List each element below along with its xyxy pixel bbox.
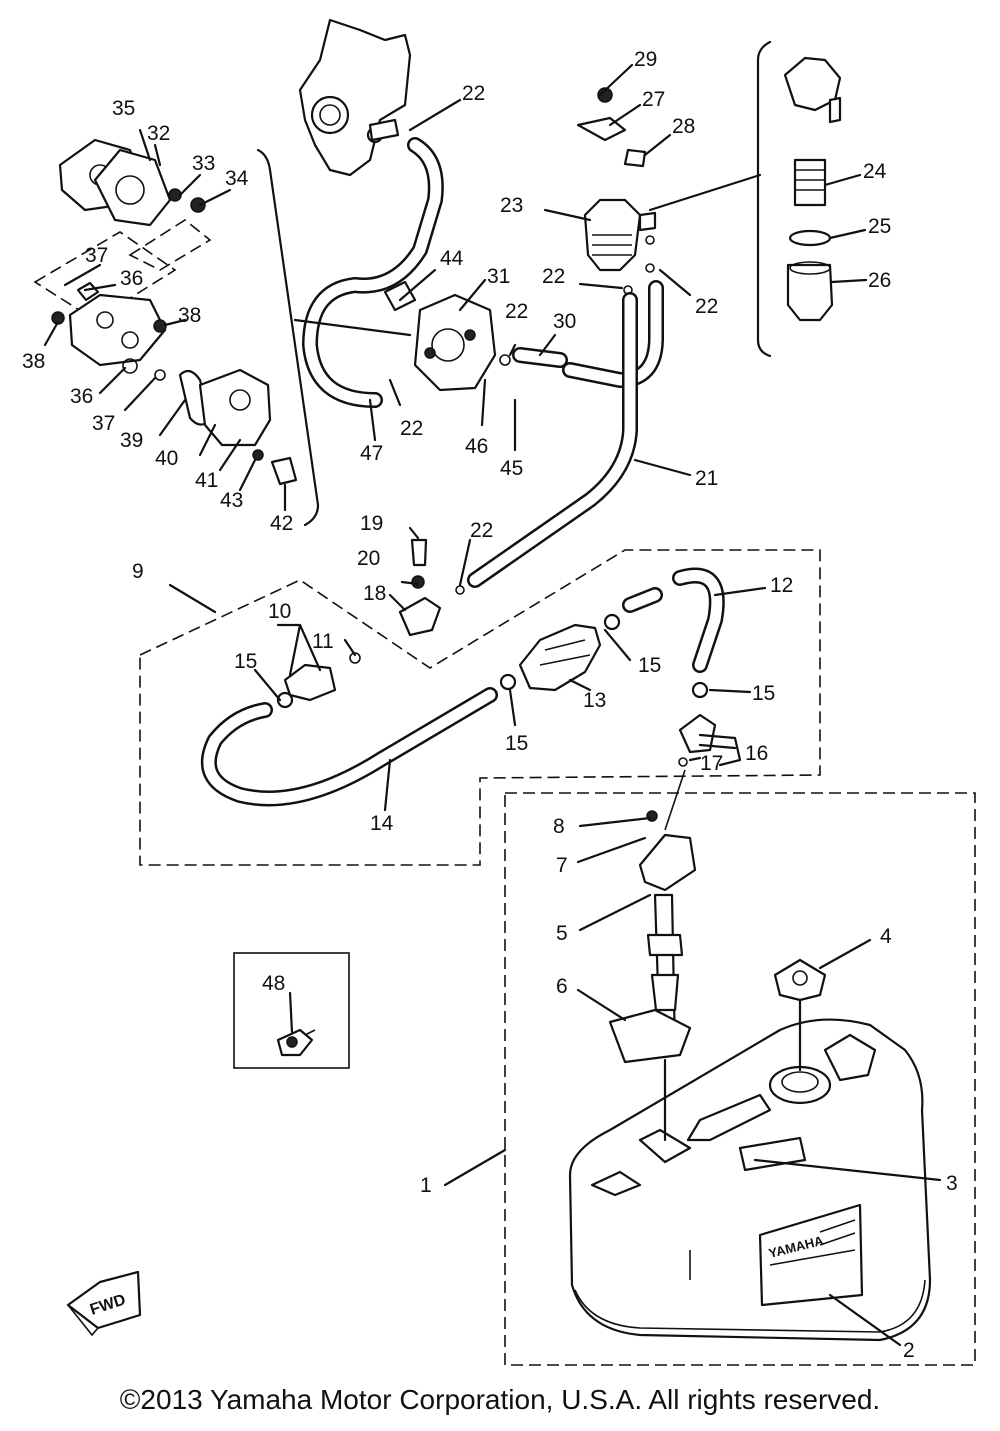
callout-9: 9	[132, 560, 144, 583]
fuel-filter-part	[576, 87, 657, 295]
callout-47: 47	[360, 442, 383, 465]
callout-39: 39	[120, 429, 143, 452]
callout-31: 31	[487, 265, 510, 288]
callout-37a: 37	[85, 244, 108, 267]
callout-5: 5	[556, 922, 568, 945]
callout-36b: 36	[70, 385, 93, 408]
part-48-fitting	[276, 1028, 316, 1057]
callout-45: 45	[500, 457, 523, 480]
callout-41: 41	[195, 469, 218, 492]
callout-15d: 15	[505, 732, 528, 755]
brackets	[233, 40, 772, 1069]
callout-40: 40	[155, 447, 178, 470]
carburetor-part	[298, 18, 412, 177]
callout-19: 19	[360, 512, 383, 535]
hoses	[200, 137, 725, 807]
callout-32: 32	[147, 122, 170, 145]
leader-lines	[43, 63, 942, 1347]
callout-43: 43	[220, 489, 243, 512]
callout-37b: 37	[92, 412, 115, 435]
tank-fitting-parts	[608, 769, 697, 1064]
callout-15c: 15	[752, 682, 775, 705]
callout-29: 29	[634, 48, 657, 71]
callout-labels: 1 2 3 4 5 6 7 8 9 10 11 12 13 14 15 15 1…	[22, 48, 958, 1362]
callout-7: 7	[556, 854, 568, 877]
callout-8: 8	[553, 815, 565, 838]
callout-10: 10	[268, 600, 291, 623]
callout-36a: 36	[120, 267, 143, 290]
callout-42: 42	[270, 512, 293, 535]
callout-30: 30	[553, 310, 576, 333]
callout-44: 44	[440, 247, 464, 270]
callout-48: 48	[262, 972, 285, 995]
callout-22b: 22	[542, 265, 565, 288]
callout-23: 23	[500, 194, 523, 217]
callout-38b: 38	[22, 350, 45, 373]
callout-15a: 15	[234, 650, 257, 673]
callout-22c: 22	[695, 295, 718, 318]
callout-34: 34	[225, 167, 249, 190]
callout-15b: 15	[638, 654, 661, 677]
main-fuel-pump-part	[383, 280, 511, 392]
fuel-tank-part: YAMAHA	[568, 958, 932, 1342]
callout-14: 14	[370, 812, 394, 835]
forward-direction-arrow: FWD	[66, 1270, 142, 1337]
callout-22a: 22	[462, 82, 485, 105]
callout-22d: 22	[505, 300, 528, 323]
callout-22f: 22	[470, 519, 493, 542]
callout-18: 18	[363, 582, 386, 605]
callout-33: 33	[192, 152, 215, 175]
callout-13: 13	[583, 689, 606, 712]
callout-17: 17	[700, 752, 723, 775]
callout-20: 20	[357, 547, 380, 570]
group-boxes	[33, 219, 976, 1366]
callout-26: 26	[868, 269, 891, 292]
callout-46: 46	[465, 435, 488, 458]
fuel-pump-exploded-part	[51, 138, 298, 486]
callout-38a: 38	[178, 304, 201, 327]
callout-6: 6	[556, 975, 568, 998]
callout-4: 4	[880, 925, 892, 948]
callout-21: 21	[695, 467, 718, 490]
callout-24: 24	[863, 160, 887, 183]
callout-3: 3	[946, 1172, 958, 1195]
callout-16: 16	[745, 742, 768, 765]
callout-11: 11	[312, 630, 334, 653]
callout-1: 1	[420, 1174, 432, 1197]
callout-12: 12	[770, 574, 793, 597]
callout-2: 2	[903, 1339, 915, 1362]
filter-detail-parts	[783, 56, 842, 322]
primer-bulb-and-connectors	[276, 538, 717, 767]
callout-35: 35	[112, 97, 135, 120]
copyright-notice: ©2013 Yamaha Motor Corporation, U.S.A. A…	[119, 1384, 881, 1415]
callout-25: 25	[868, 215, 891, 238]
callout-27: 27	[642, 88, 665, 111]
callout-28: 28	[672, 115, 695, 138]
callout-22e: 22	[400, 417, 423, 440]
